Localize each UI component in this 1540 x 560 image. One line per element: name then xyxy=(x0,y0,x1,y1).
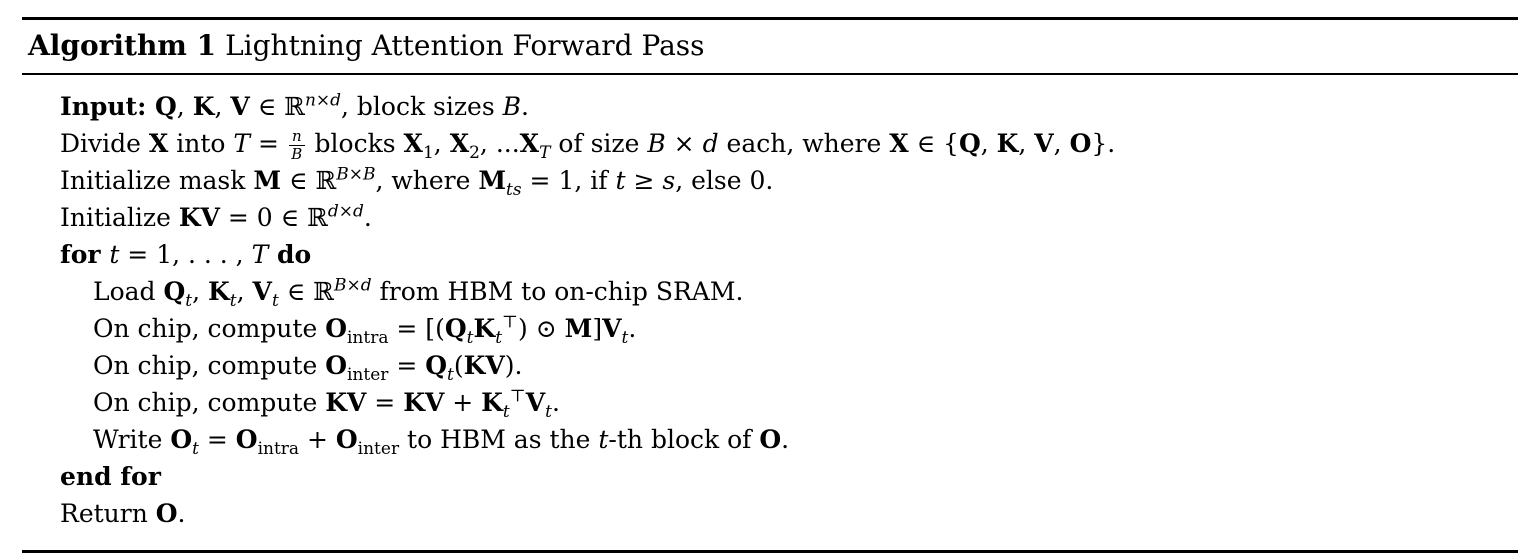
algorithm-line: Initialize KV = 0 ∈ ℝd×d. xyxy=(60,201,372,233)
algorithm-line: On chip, compute Ointer = Qt(KV). xyxy=(93,351,523,386)
algorithm-line: for t = 1, . . . , T do xyxy=(60,240,312,270)
algorithm-line: Return O. xyxy=(60,499,186,529)
algorithm-line: Input: Q, K, V ∈ ℝn×d, block sizes B. xyxy=(60,90,529,121)
algorithm-body: Input: Q, K, V ∈ ℝn×d, block sizes B. Div… xyxy=(22,75,1518,544)
algorithm-title: Lightning Attention Forward Pass xyxy=(225,29,705,62)
bottom-rule xyxy=(22,550,1518,554)
algorithm-line: Write Ot = Ointra + Ointer to HBM as the… xyxy=(93,425,790,460)
algorithm-line: On chip, compute KV = KV + Kt⊤Vt. xyxy=(93,386,560,423)
algorithm-line: end for xyxy=(60,462,161,492)
algorithm-label: Algorithm 1 xyxy=(28,29,217,62)
algorithm-line: Load Qt, Kt, Vt ∈ ℝB×d from HBM to on-ch… xyxy=(93,275,744,312)
algorithm-line: On chip, compute Ointra = [(QtKt⊤) ⊙ M]V… xyxy=(93,312,637,349)
algorithm-header: Algorithm 1 Lightning Attention Forward … xyxy=(22,20,1518,73)
header-rule xyxy=(22,73,1518,75)
top-rule xyxy=(22,17,1518,20)
algorithm-line: Initialize mask M ∈ ℝB×B, where Mts = 1,… xyxy=(60,164,774,201)
